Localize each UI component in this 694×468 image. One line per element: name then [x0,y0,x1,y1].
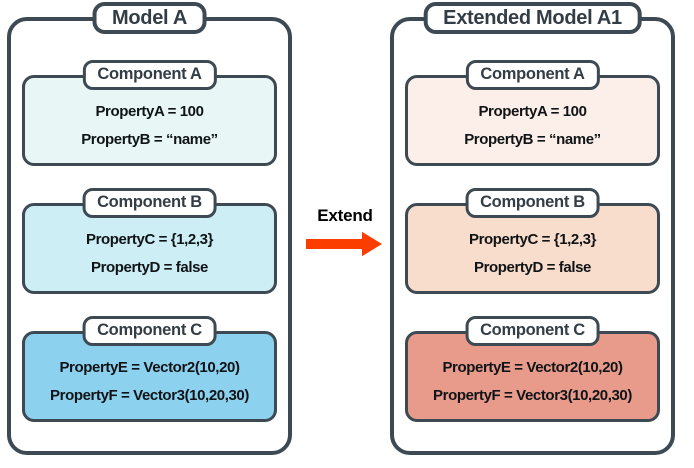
extend-arrow-group: Extend [301,206,389,261]
model-a1-component-a: Component A PropertyA = 100 PropertyB = … [405,60,660,166]
extend-arrow-shape [304,229,385,259]
model-a1-container: Extended Model A1 Component A PropertyA … [390,2,675,455]
property-line: PropertyC = {1,2,3} [85,231,214,248]
model-a-container: Model A Component A PropertyA = 100 Prop… [7,2,292,455]
property-line: PropertyF = Vector3(10,20,30) [50,387,249,404]
model-a1-title: Extended Model A1 [423,2,642,34]
property-line: PropertyC = {1,2,3} [468,231,597,248]
model-a-title: Model A [92,2,207,34]
component-a-label: Component A [465,60,600,90]
component-c-label: Component C [465,316,600,346]
property-line: PropertyB = “name” [81,131,218,148]
property-line: PropertyE = Vector2(10,20) [442,359,623,376]
extend-arrow-icon [304,229,385,259]
model-a-component-a: Component A PropertyA = 100 PropertyB = … [22,60,277,166]
property-line: PropertyE = Vector2(10,20) [59,359,240,376]
model-a1-component-b: Component B PropertyC = {1,2,3} Property… [405,188,660,294]
model-a-component-c: Component C PropertyE = Vector2(10,20) P… [22,316,277,422]
component-c-label: Component C [82,316,217,346]
model-a-component-b: Component B PropertyC = {1,2,3} Property… [22,188,277,294]
property-line: PropertyA = 100 [478,103,587,120]
property-line: PropertyA = 100 [95,103,204,120]
component-b-label: Component B [465,188,600,218]
property-line: PropertyB = “name” [464,131,601,148]
component-a-label: Component A [82,60,217,90]
property-line: PropertyD = false [473,259,591,276]
extend-label: Extend [317,206,373,225]
property-line: PropertyD = false [90,259,208,276]
property-line: PropertyF = Vector3(10,20,30) [433,387,632,404]
model-a1-component-c: Component C PropertyE = Vector2(10,20) P… [405,316,660,422]
component-b-label: Component B [82,188,217,218]
